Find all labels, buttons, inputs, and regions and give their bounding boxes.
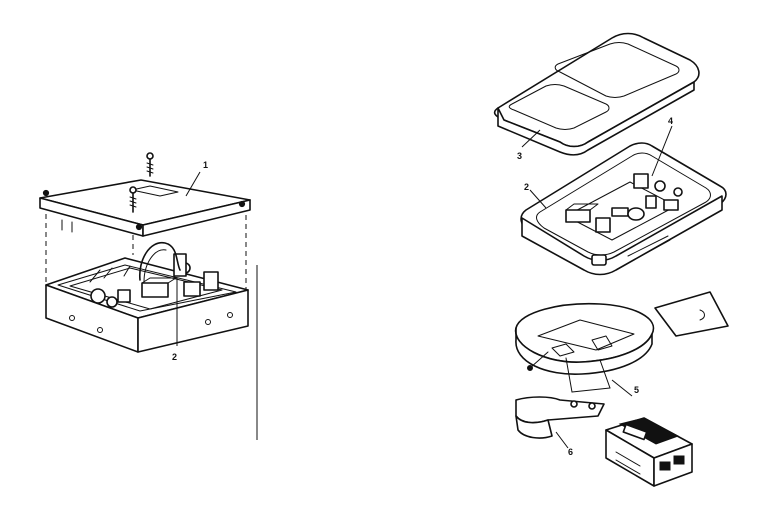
callout-battery: 5 <box>634 385 639 395</box>
receiver-assembly <box>39 152 251 353</box>
callout-remote-top-cover: 3 <box>517 151 522 161</box>
battery <box>605 417 693 487</box>
remote-transmitter <box>493 32 727 276</box>
remote-top-cover <box>493 32 700 156</box>
remote-base-housing <box>520 142 727 276</box>
callout-left-board: 2 <box>172 352 177 362</box>
visor-clip <box>515 396 605 439</box>
callout-remote-base: 2 <box>524 182 529 192</box>
battery-wires <box>565 357 611 393</box>
callout-remote-board-component: 4 <box>668 116 673 126</box>
cover-screws <box>129 152 154 213</box>
receiver-cover <box>39 179 251 237</box>
callout-visor-clip: 6 <box>568 447 573 457</box>
clip-plate <box>654 291 729 337</box>
callout-left-cover: 1 <box>203 160 208 170</box>
remote-underside <box>515 302 655 375</box>
remote-circuit-board <box>565 173 683 241</box>
visor-clip-assembly <box>515 291 729 487</box>
receiver-circuit-board <box>69 242 223 310</box>
